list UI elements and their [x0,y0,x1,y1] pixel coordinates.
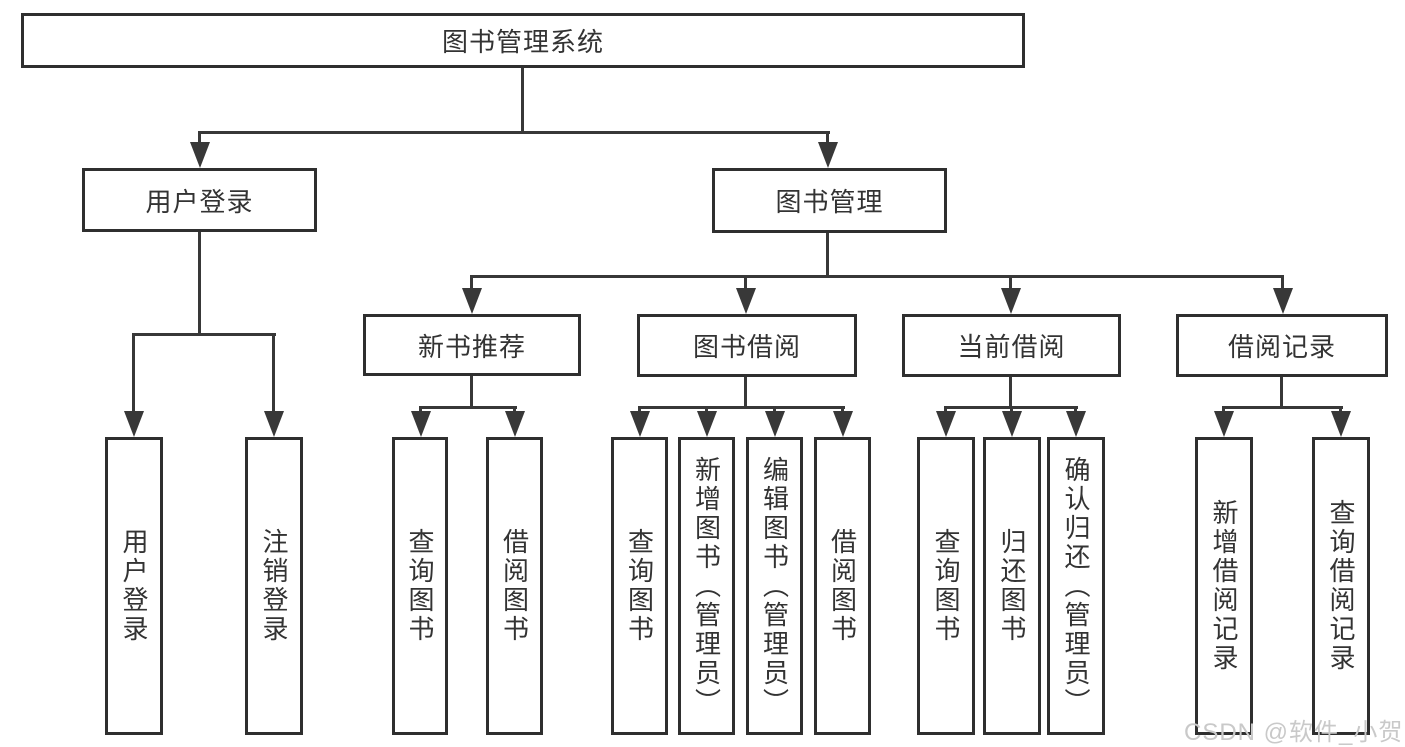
leaf-cb-return-book: 归还图书 [983,437,1041,735]
connector-drop [705,406,708,415]
leaf-bb-add-book-admin: 新增图书（管理员） [678,437,735,735]
connector-current-borrow-stem [1009,377,1012,409]
arrowhead-icon [1331,411,1351,437]
node-book-borrowing: 图书借阅 [637,314,857,377]
connector-drop [944,406,947,415]
connector-drop-borrow-records [1281,275,1284,291]
connector-borrow-records-stem [1280,377,1283,409]
connector-drop [513,406,516,415]
leaf-br-query-borrow-record: 查询借阅记录 [1312,437,1370,735]
leaf-logout: 注销登录 [245,437,303,735]
connector-drop [638,406,641,415]
leaf-bb-query-book: 查询图书 [611,437,668,735]
csdn-watermark: CSDN @软件_小贺同学 [1184,719,1405,746]
leaf-bb-edit-book-admin: 编辑图书（管理员） [746,437,803,735]
node-book-management: 图书管理 [712,168,947,233]
connector-drop-leaf-logout [272,333,275,414]
arrowhead-icon [264,411,284,437]
connector-drop [841,406,844,415]
connector-drop-current-borrow [1009,275,1012,291]
connector-drop [1339,406,1342,415]
connector-drop-new-book-rec [470,275,473,291]
leaf-cb-confirm-return-admin: 确认归还（管理员） [1047,437,1105,735]
connector-user-login-stem [198,232,201,336]
connector-user-login-branch [132,333,276,336]
connector-new-book-rec-stem [470,376,473,409]
leaf-bb-borrow-book: 借阅图书 [814,437,871,735]
arrowhead-icon [1066,411,1086,437]
node-current-borrowing: 当前借阅 [902,314,1121,377]
arrowhead-icon [765,411,785,437]
connector-book-borrow-branch [638,406,845,409]
connector-book-mgmt-stem [826,233,829,278]
leaf-user-login: 用户登录 [105,437,163,735]
node-borrowing-records: 借阅记录 [1176,314,1388,377]
connector-drop [1074,406,1077,415]
node-user-login: 用户登录 [82,168,317,232]
arrowhead-icon [411,411,431,437]
arrowhead-icon [505,411,525,437]
arrowhead-icon [630,411,650,437]
connector-root-stem [521,68,524,133]
arrowhead-icon [124,411,144,437]
arrowhead-icon [697,411,717,437]
arrowhead-icon [936,411,956,437]
connector-borrow-records-branch [1222,406,1343,409]
connector-drop-leaf-login [132,333,135,414]
connector-new-book-rec-branch [419,406,517,409]
node-library-management-system: 图书管理系统 [21,13,1025,68]
connector-root-branch [198,131,830,134]
arrowhead-icon [190,142,210,168]
connector-drop [773,406,776,415]
arrowhead-icon [736,288,756,314]
leaf-rec-borrow-book: 借阅图书 [486,437,543,735]
arrowhead-icon [1273,288,1293,314]
arrowhead-icon [462,288,482,314]
connector-drop-book-borrow [744,275,747,291]
leaf-br-add-borrow-record: 新增借阅记录 [1195,437,1253,735]
arrowhead-icon [1214,411,1234,437]
arrowhead-icon [1002,411,1022,437]
arrowhead-icon [818,142,838,168]
arrowhead-icon [1001,288,1021,314]
connector-drop [1222,406,1225,415]
leaf-rec-query-book: 查询图书 [392,437,448,735]
connector-drop [419,406,422,415]
node-new-book-recommendation: 新书推荐 [363,314,581,376]
connector-drop-book-mgmt [826,131,829,145]
leaf-cb-query-book: 查询图书 [917,437,975,735]
connector-drop-user-login [198,131,201,145]
connector-drop [1010,406,1013,415]
connector-book-borrow-stem [744,377,747,409]
arrowhead-icon [833,411,853,437]
connector-book-mgmt-branch [470,275,1284,278]
